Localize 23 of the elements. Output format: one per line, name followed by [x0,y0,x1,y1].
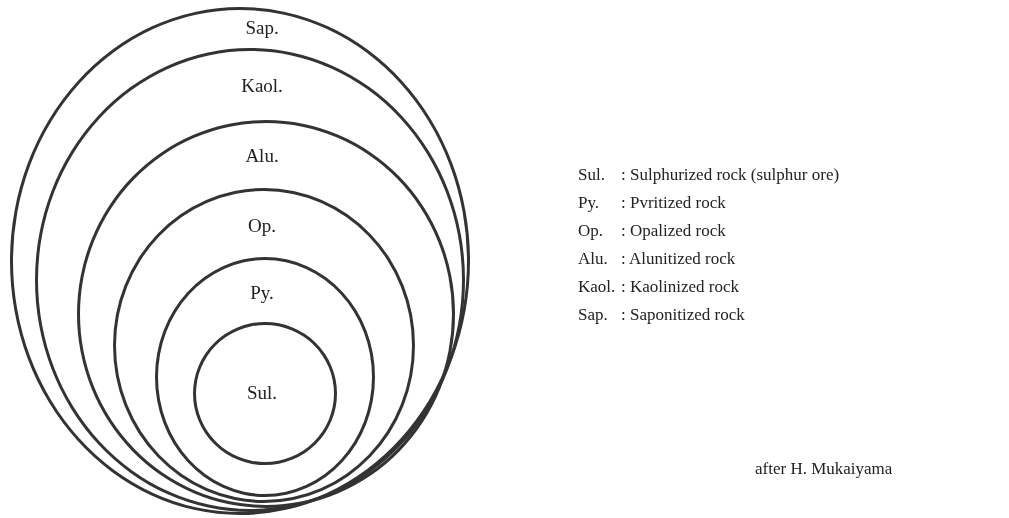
zone-label: Alu. [245,145,279,167]
legend-description: : Alunitized rock [621,249,736,269]
legend-description: : Kaolinized rock [621,277,739,297]
nested-ellipse [155,257,375,497]
legend-abbreviation: Alu. [578,249,608,269]
legend-abbreviation: Py. [578,193,600,213]
legend-description: : Saponitized rock [621,305,745,325]
legend-abbreviation: Sul. [578,165,605,185]
zone-label: Sap. [245,17,279,39]
nested-ellipse [77,120,455,508]
legend-description: : Opalized rock [621,221,726,241]
zone-label: Py. [250,282,274,304]
legend-abbreviation: Op. [578,221,604,241]
legend-description: : Sulphurized rock (sulphur ore) [621,165,840,185]
zone-label: Kaol. [241,75,283,97]
nested-ellipse [193,322,337,465]
legend-abbreviation: Kaol. [578,277,616,297]
zone-label: Op. [248,215,276,237]
nested-ellipse [113,188,415,503]
source-note: after H. Mukaiyama [755,459,893,479]
zone-label: Sul. [246,382,278,404]
legend-description: : Pvritized rock [621,193,726,213]
legend-abbreviation: Sap. [578,305,608,325]
